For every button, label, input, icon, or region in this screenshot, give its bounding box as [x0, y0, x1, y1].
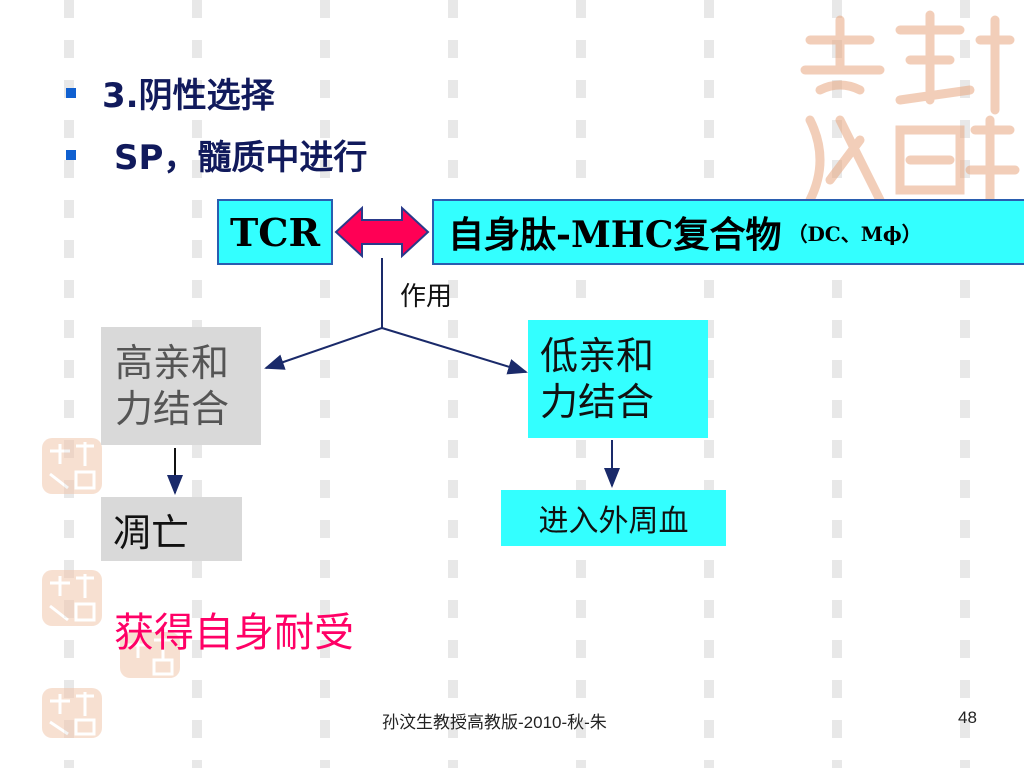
- page-number: 48: [958, 708, 977, 727]
- low-affinity-line2: 力结合: [540, 380, 655, 424]
- bullet-item: 3.阴性选择: [66, 68, 275, 117]
- tcr-label: TCR: [229, 209, 321, 255]
- bullet-square-icon: [66, 87, 76, 98]
- high-affinity-line1: 高亲和: [115, 341, 230, 385]
- complex-label: 自身肽-MHC复合物: [448, 214, 782, 256]
- seal-logo-small: [42, 688, 102, 738]
- bullet-item: SP，髓质中进行: [66, 130, 367, 179]
- tolerance-label: 获得自身耐受: [114, 610, 354, 656]
- seal-logo-small: [42, 438, 102, 494]
- high-affinity-box: 高亲和 力结合: [101, 327, 261, 445]
- seal-logo-small: [120, 632, 180, 678]
- periphery-label: 进入外周血: [538, 504, 689, 539]
- interaction-label: 作用: [400, 282, 453, 312]
- apoptosis-box: 凋亡: [101, 497, 242, 561]
- apoptosis-label: 凋亡: [113, 510, 190, 555]
- complex-sub-label: （DC、Mϕ）: [787, 221, 922, 246]
- footer-author: 孙汶生教授高教版-2010-秋-朱: [382, 713, 607, 732]
- seal-logo-large: [800, 10, 1020, 205]
- seal-logo-small: [42, 570, 102, 626]
- bullet-text: SP，髓质中进行: [114, 138, 368, 178]
- bullet-square-icon: [66, 149, 76, 160]
- high-affinity-line2: 力结合: [115, 387, 230, 431]
- low-affinity-line1: 低亲和: [540, 334, 655, 378]
- low-affinity-box: 低亲和 力结合: [528, 320, 708, 438]
- peripheral-blood-box: 进入外周血: [501, 490, 726, 546]
- self-peptide-mhc-box: 自身肽-MHC复合物 （DC、Mϕ）: [432, 199, 1024, 265]
- bidirectional-arrow-icon: [334, 205, 430, 259]
- tcr-box: TCR: [217, 199, 333, 265]
- bullet-text: 3.阴性选择: [102, 76, 275, 116]
